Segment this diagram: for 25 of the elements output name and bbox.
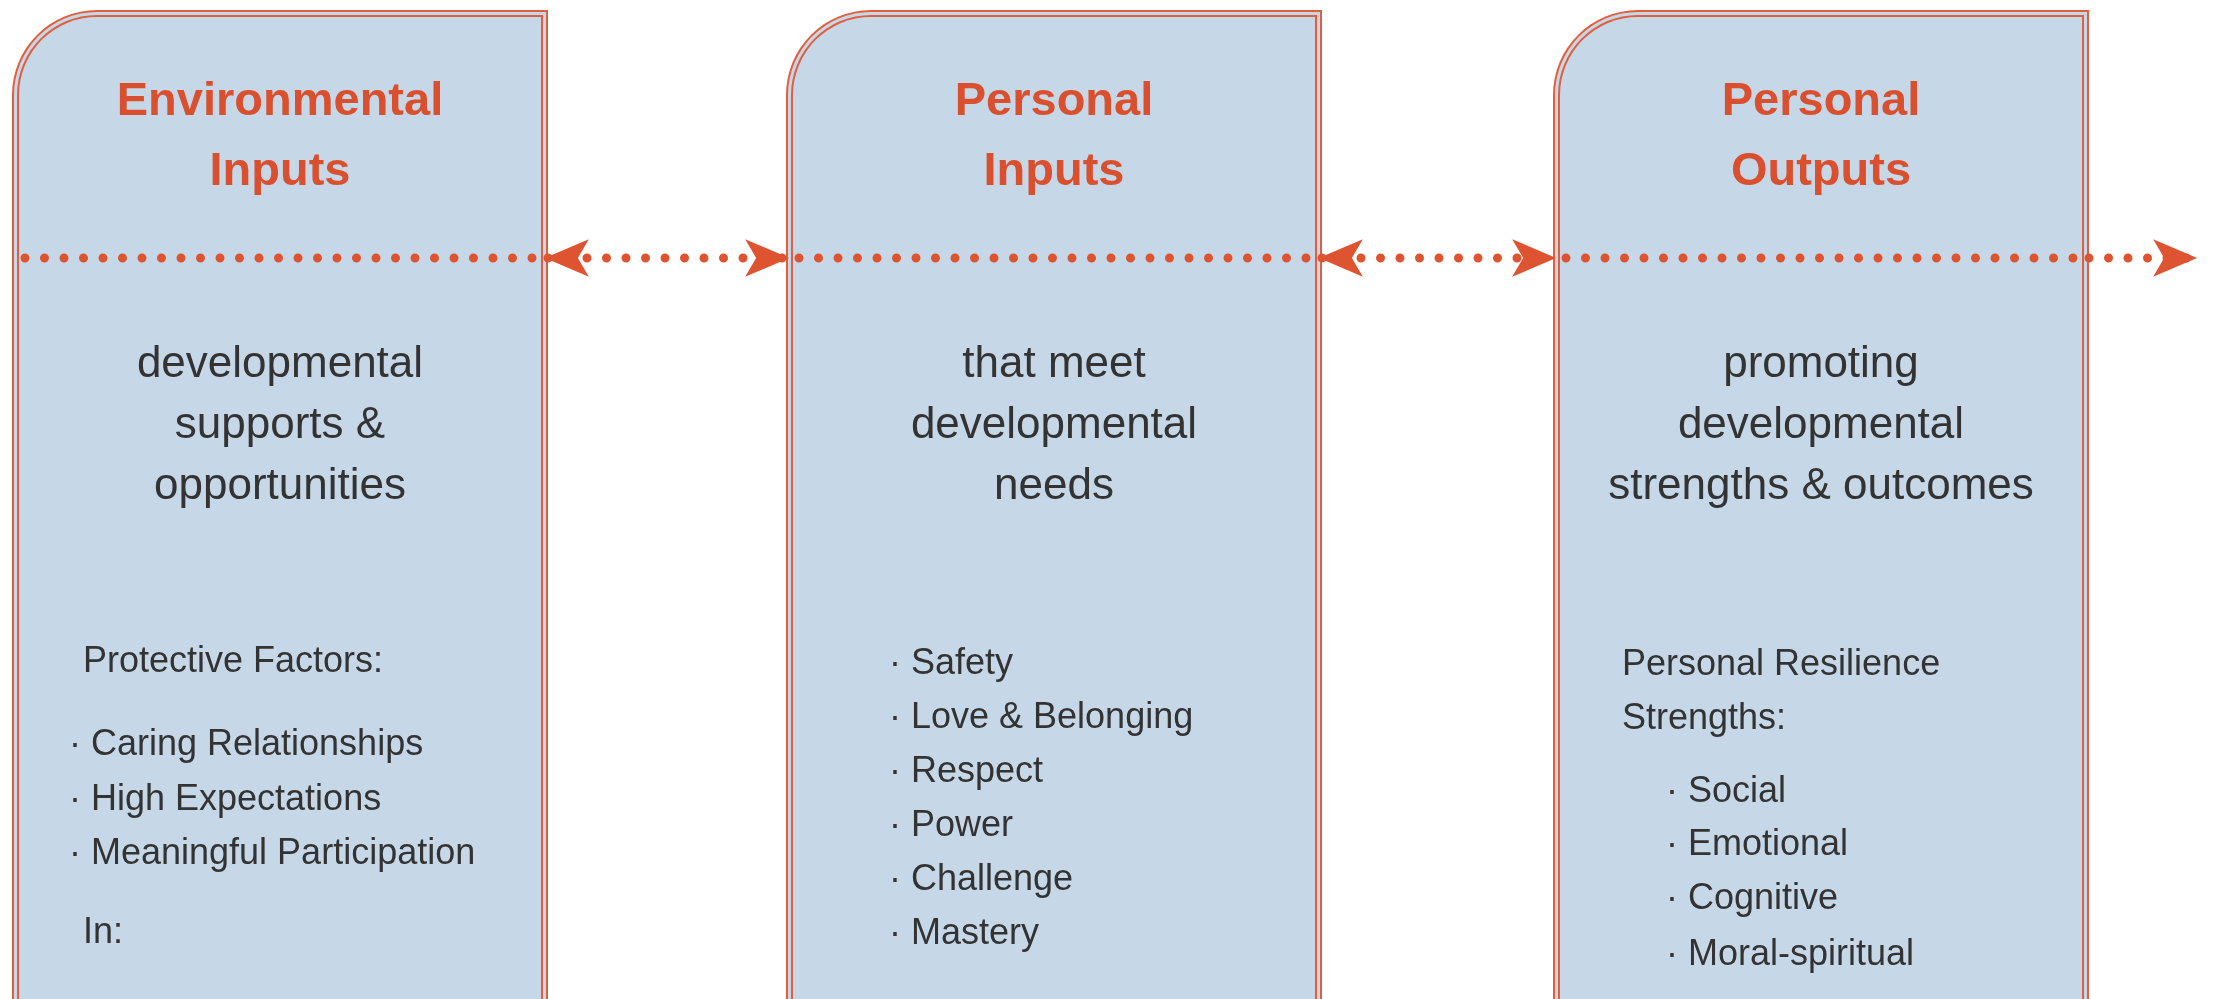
column-subtitle: developmental supports & opportunities [135,336,425,510]
list-heading: Protective Factors: [83,638,385,682]
column-panel [786,10,1322,999]
list-heading: Personal Resilience Strengths: [1622,641,1942,739]
column-panel [12,10,548,999]
list-item: · Power [889,802,1015,846]
list-item: · Challenge [889,856,1075,900]
list-item: · Respect [889,748,1045,792]
list-item: · Safety [889,640,1015,684]
column-heading: Personal Outputs [1720,71,1922,197]
list-item: · Cognitive [1666,875,1840,919]
list-heading: In: [83,909,125,953]
list-item: · Love & Belonging [889,694,1195,738]
list-item: · High Expectations [69,776,383,820]
column-subtitle: promoting developmental strengths & outcomes [1607,336,2035,510]
list-item: · Social [1666,768,1788,812]
list-item: · Caring Relationships [69,721,425,765]
column-panel [1553,10,2089,999]
list-item: · Moral-spiritual [1666,931,1916,975]
list-item: · Emotional [1666,821,1850,865]
column-subtitle: that meet developmental needs [909,336,1199,510]
list-item: · Meaningful Participation [69,830,477,874]
list-item: · Mastery [889,910,1040,954]
column-heading: Personal Inputs [953,71,1155,197]
column-heading: Environmental Inputs [115,71,445,197]
